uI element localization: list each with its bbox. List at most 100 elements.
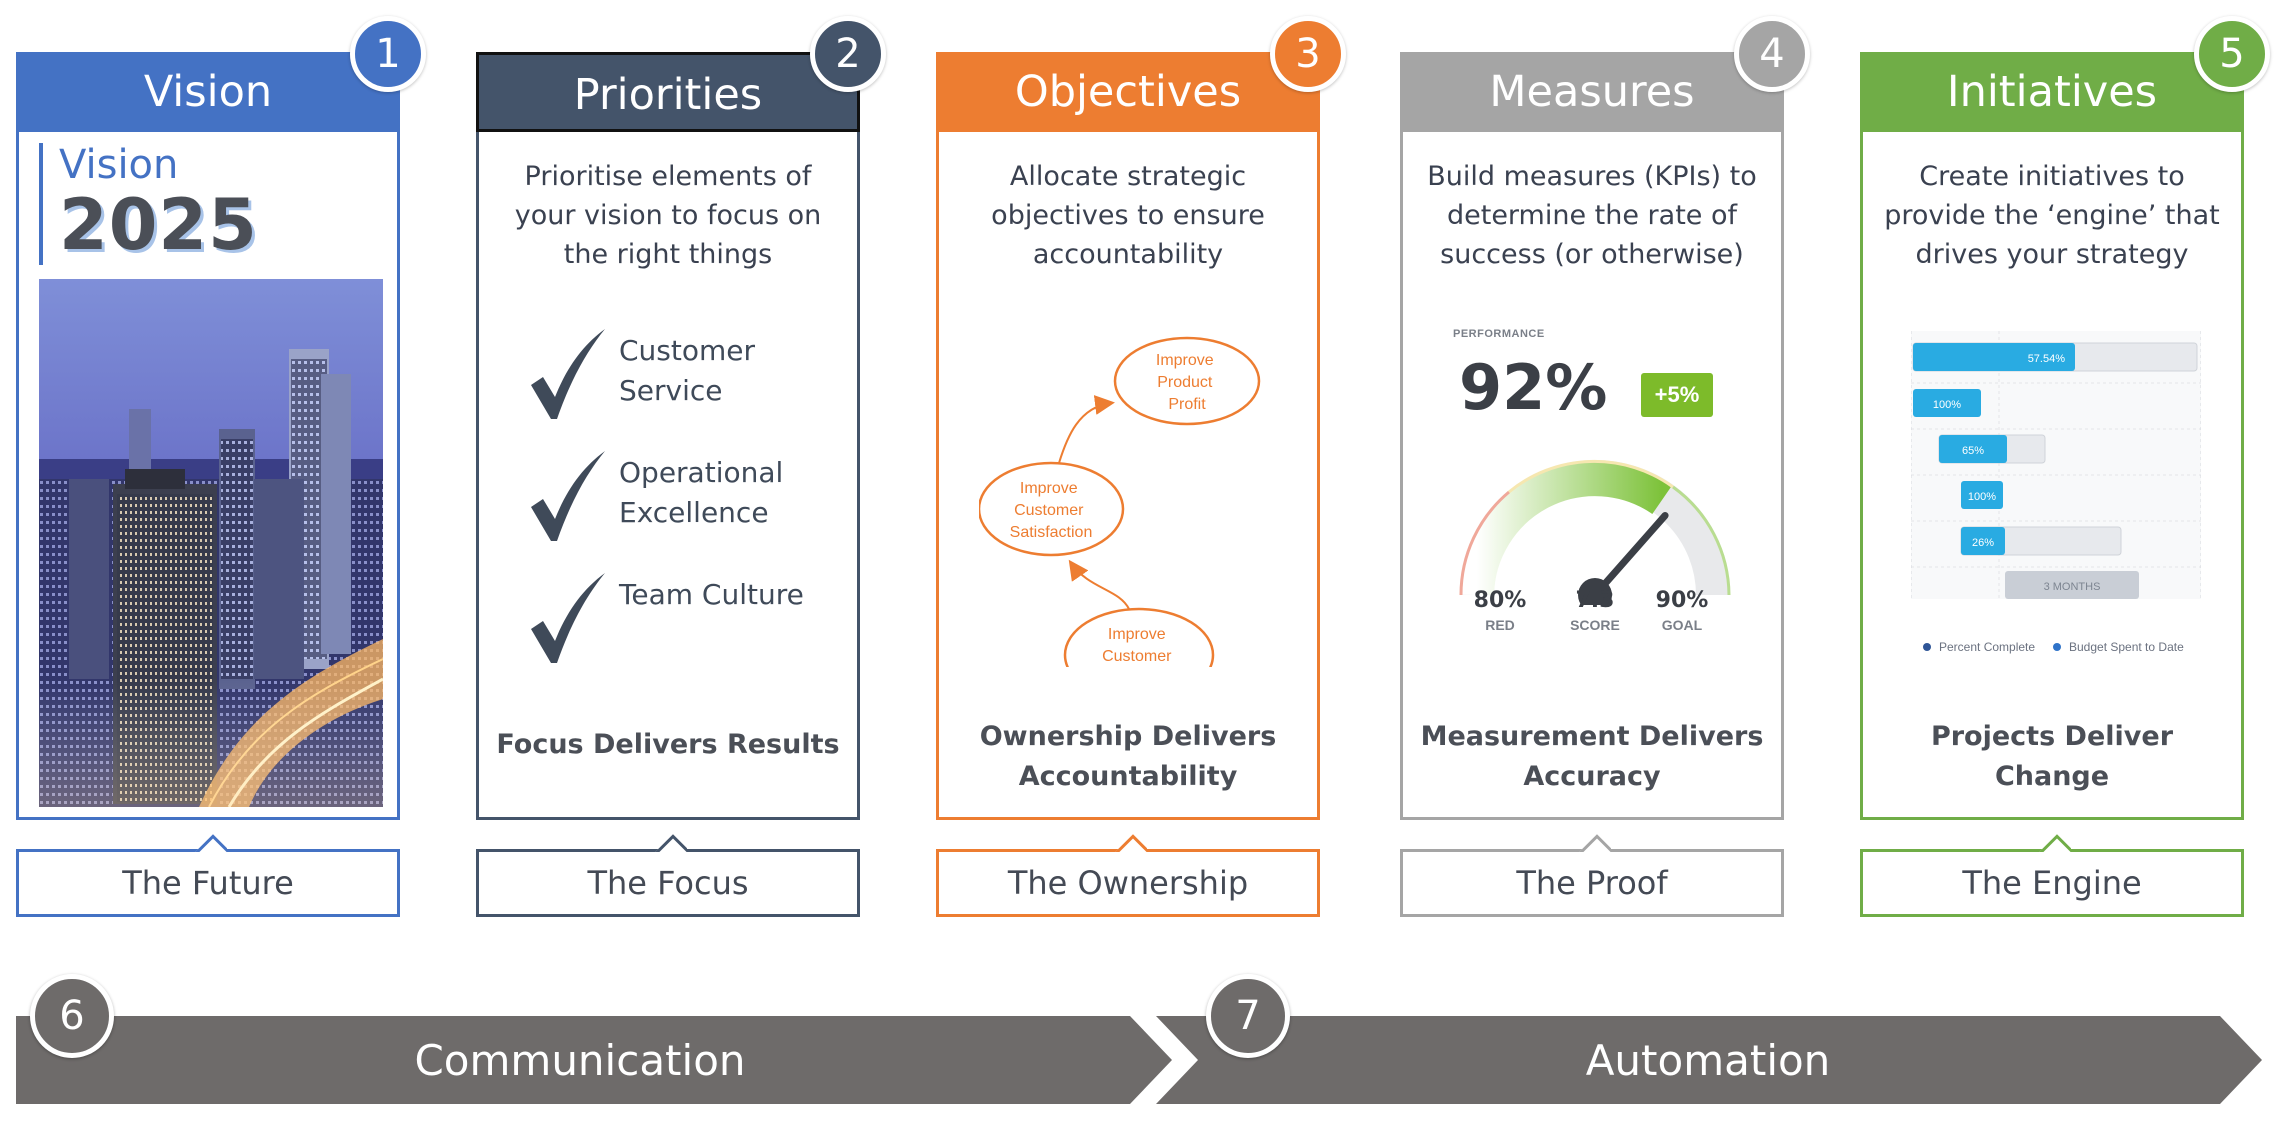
automation-arrow	[1156, 1016, 2262, 1104]
vision-tag: The Future	[16, 849, 400, 917]
objectives-tag: The Ownership	[936, 849, 1320, 917]
initiatives-header: Initiatives	[1860, 52, 2244, 132]
bubble-line: Profit	[1168, 396, 1206, 413]
initiatives-tag-notch	[2039, 834, 2071, 852]
initiatives-tag: The Engine	[1860, 849, 2244, 917]
initiatives-footer: Projects Deliver Change	[1930, 721, 2174, 792]
gantt-bar-label: 100%	[1968, 491, 1996, 503]
measures-header: Measures	[1400, 52, 1784, 132]
bubble-line: Product	[1157, 374, 1213, 391]
objectives-title: Objectives	[1014, 67, 1242, 117]
gantt-bar-label: 26%	[1972, 537, 1994, 549]
gauge-hub	[1578, 578, 1612, 605]
vision-title: Vision	[143, 67, 273, 117]
initiatives-number-badge: 5	[2194, 16, 2270, 92]
objective-bubble	[979, 461, 1125, 557]
initiatives-gantt-chart: 57.54% 100% 65% 100% 26% 3 MONTHS Percen…	[1911, 331, 2201, 654]
priorities-header: Priorities	[476, 52, 860, 132]
priorities-tag: The Focus	[476, 849, 860, 917]
communication-number-badge: 6	[30, 974, 114, 1058]
objectives-header: Objectives	[936, 52, 1320, 132]
bubble-line: Customer	[1102, 648, 1172, 665]
gantt-bar-label: 57.54%	[2028, 353, 2066, 365]
vision-number-badge: 1	[350, 16, 426, 92]
stat-value: 90%	[1655, 588, 1709, 613]
priorities-number: 2	[835, 31, 861, 77]
measures-number: 4	[1759, 31, 1785, 77]
checkmark-icon	[531, 329, 605, 419]
gantt-legend-label: Percent Complete	[1939, 640, 2035, 654]
bubble-line: Improve	[1020, 480, 1078, 497]
measures-tag: The Proof	[1400, 849, 1784, 917]
objectives-description: Allocate strategic objectives to ensure …	[991, 161, 1265, 270]
gantt-scale-label: 3 MONTHS	[2044, 581, 2101, 593]
gantt-bar-label: 65%	[1962, 445, 1984, 457]
measures-footer: Measurement Delivers Accuracy	[1420, 721, 1764, 792]
objectives-footer: Ownership Delivers Accountability	[979, 721, 1277, 792]
gauge-stat-red: 80% RED	[1455, 587, 1545, 635]
performance-value: 92%	[1459, 351, 1608, 424]
priority-label: Operational Excellence	[619, 456, 784, 529]
initiatives-title: Initiatives	[1946, 67, 2158, 117]
objectives-tag-label: The Ownership	[1007, 864, 1249, 902]
communication-arrow	[16, 1016, 1172, 1104]
measures-tag-notch	[1579, 834, 1611, 852]
priorities-tag-notch	[655, 834, 687, 852]
initiatives-number: 5	[2219, 31, 2245, 77]
svg-text:Improve Customer: Improve Customer Satisfaction	[1010, 480, 1093, 541]
gantt-bar-label: 100%	[1933, 399, 1961, 411]
initiatives-card: Initiatives Create initiatives to provid…	[1860, 52, 2244, 820]
city-skyline-image	[39, 279, 383, 807]
priorities-footer: Focus Delivers Results	[496, 729, 840, 760]
vision-word: Vision	[59, 142, 179, 188]
priorities-description: Prioritise elements of your vision to fo…	[514, 161, 822, 270]
svg-text:Improve Customer: Improve Customer Service	[1102, 626, 1176, 667]
bottom-arrows	[16, 1016, 2262, 1104]
vision-tag-notch	[195, 834, 227, 852]
bubble-line: Improve	[1108, 626, 1166, 643]
priority-label: Team Culture	[619, 578, 804, 611]
priorities-tag-label: The Focus	[587, 864, 749, 902]
vision-tag-label: The Future	[122, 864, 294, 902]
bubble-line: Satisfaction	[1010, 524, 1093, 541]
gauge-stat-goal: 90% GOAL	[1637, 587, 1727, 635]
priorities-number-badge: 2	[810, 16, 886, 92]
objectives-number-badge: 3	[1270, 16, 1346, 92]
objectives-card: Objectives Allocate strategic objectives…	[936, 52, 1320, 820]
performance-label: PERFORMANCE	[1453, 328, 1545, 340]
gauge-needle	[1591, 512, 1669, 599]
stat-label: GOAL	[1661, 617, 1703, 633]
checkmark-icon	[531, 573, 605, 663]
objective-bubble	[1113, 336, 1261, 426]
communication-number: 6	[59, 993, 85, 1039]
stat-value: 7.3	[1575, 588, 1615, 613]
communication-label: Communication	[414, 1036, 746, 1085]
automation-number: 7	[1235, 993, 1261, 1039]
stat-label: SCORE	[1570, 617, 1620, 633]
objectives-number: 3	[1295, 31, 1321, 77]
measures-description: Build measures (KPIs) to determine the r…	[1427, 161, 1757, 270]
initiatives-description: Create initiatives to provide the ‘engin…	[1884, 161, 2220, 270]
gauge-stat-score: 7.3 SCORE	[1550, 587, 1640, 635]
vision-number: 1	[375, 31, 401, 77]
stat-label: RED	[1485, 617, 1515, 633]
automation-number-badge: 7	[1206, 974, 1290, 1058]
vision-year: 2025	[59, 184, 258, 266]
measures-card: Measures Build measures (KPIs) to determ…	[1400, 52, 1784, 820]
priorities-card: Priorities Prioritise elements of your v…	[476, 52, 860, 820]
vision-card: Vision Vision 2025	[16, 52, 400, 820]
checkmark-icon	[531, 451, 605, 541]
bubble-line: Customer	[1014, 502, 1084, 519]
performance-change-badge: +5%	[1641, 373, 1713, 417]
measures-number-badge: 4	[1734, 16, 1810, 92]
gantt-legend-label: Budget Spent to Date	[2069, 640, 2184, 654]
automation-label: Automation	[1585, 1036, 1831, 1085]
vision-header: Vision	[16, 52, 400, 132]
objective-bubble	[1063, 607, 1215, 667]
vision-2025-heading: Vision 2025	[39, 143, 258, 265]
svg-text:Improve Product: Improve Product Profit	[1156, 352, 1218, 413]
priorities-title: Priorities	[573, 70, 763, 120]
measures-tag-label: The Proof	[1516, 864, 1668, 902]
bubble-line: Improve	[1156, 352, 1214, 369]
measures-title: Measures	[1489, 67, 1695, 117]
